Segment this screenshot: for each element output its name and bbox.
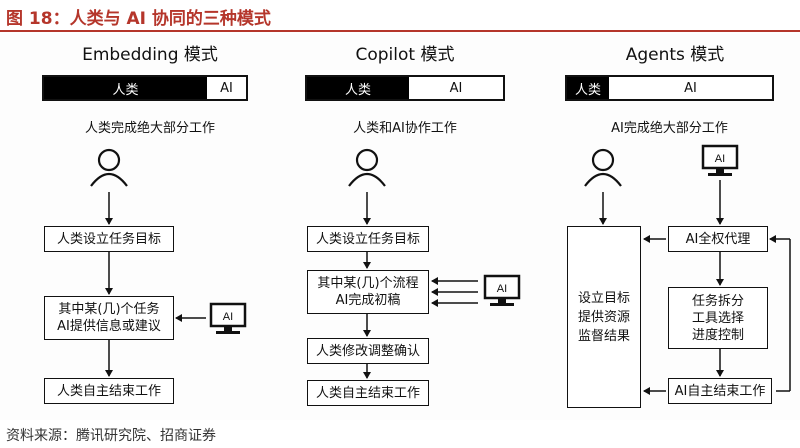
panel-2-step-end: 人类自主结束工作 xyxy=(307,380,429,406)
panel-3-share-bar: 人类 AI xyxy=(565,75,774,101)
figure-title: 图 18：人类与 AI 协同的三种模式 xyxy=(6,9,271,29)
panel-2-subtitle: 人类和AI协作工作 xyxy=(353,121,457,136)
source-note: 资料来源：腾讯研究院、招商证券 xyxy=(6,428,216,444)
person-icon xyxy=(348,148,386,187)
panel-2-share-bar: 人类 AI xyxy=(305,75,505,101)
panel-1-step-ai-suggest: 其中某(几)个任务 AI提供信息或建议 xyxy=(44,296,174,340)
person-icon xyxy=(90,148,128,187)
monitor-icon: AI xyxy=(209,302,247,334)
panel-3-arrows xyxy=(599,180,791,395)
panel-1-bar-human: 人类 xyxy=(44,77,207,99)
panel-1-subtitle: 人类完成绝大部分工作 xyxy=(84,121,215,136)
panel-3-human-supervise: 设立目标 提供资源 监督结果 xyxy=(567,226,641,408)
monitor-icon: AI xyxy=(701,144,739,176)
panel-2-step-ai-draft: 其中某(几)个流程 AI完成初稿 xyxy=(307,270,429,314)
panel-1-step-end: 人类自主结束工作 xyxy=(44,378,174,404)
panel-1-title: Embedding 模式 xyxy=(82,45,218,65)
panel-3-subtitle: AI完成绝大部分工作 xyxy=(611,121,728,136)
panel-3-bar-human: 人类 xyxy=(567,77,609,99)
panel-1-bar-ai: AI xyxy=(207,77,246,99)
title-rule xyxy=(0,30,800,32)
panel-2-step-revise: 人类修改调整确认 xyxy=(307,338,429,364)
person-icon xyxy=(584,148,622,187)
panel-3-bar-ai: AI xyxy=(609,77,772,99)
panel-2-step-set-goal: 人类设立任务目标 xyxy=(307,226,429,252)
panel-2-bar-ai: AI xyxy=(409,77,503,99)
panel-3-title: Agents 模式 xyxy=(625,45,725,65)
panel-1-share-bar: 人类 AI xyxy=(42,75,248,101)
panel-3-step-ai-agent: AI全权代理 xyxy=(668,226,768,252)
panel-3-step-plan: 任务拆分 工具选择 进度控制 xyxy=(668,287,768,349)
monitor-label: AI xyxy=(497,283,507,295)
panel-1-step-set-goal: 人类设立任务目标 xyxy=(44,226,174,252)
monitor-label: AI xyxy=(715,153,725,165)
panel-2-bar-human: 人类 xyxy=(307,77,409,99)
panel-1-arrows xyxy=(105,192,206,377)
monitor-icon: AI xyxy=(483,274,521,306)
panel-2-title: Copilot 模式 xyxy=(355,45,455,65)
monitor-label: AI xyxy=(223,311,233,323)
panel-2-arrows xyxy=(363,192,478,379)
panel-3-step-end: AI自主结束工作 xyxy=(668,378,772,404)
